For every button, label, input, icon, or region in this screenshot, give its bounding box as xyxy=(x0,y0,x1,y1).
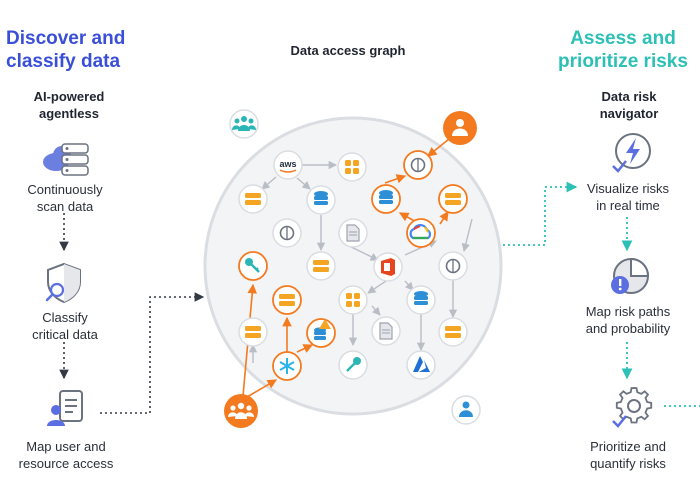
table-node-left[interactable] xyxy=(238,184,268,214)
table-node-right[interactable] xyxy=(438,317,468,347)
graph-background-circle xyxy=(203,116,503,416)
key-icon-bottom xyxy=(346,357,361,372)
brain-icon xyxy=(279,225,295,241)
left-title-line1: Discover and xyxy=(6,28,126,49)
left-step-3-line1: Map user and xyxy=(26,439,106,454)
left-step-3-label: Map user and resource access xyxy=(4,438,128,472)
right-step-3-line2: quantify risks xyxy=(590,456,666,471)
right-subtitle-line1: Data risk xyxy=(601,89,657,104)
table-icon-bottom-left xyxy=(245,326,261,338)
user-document-icon xyxy=(47,390,83,426)
table-icon-center xyxy=(313,260,329,272)
cloud-database-icon xyxy=(43,143,89,176)
table-node-orange-right[interactable] xyxy=(438,184,468,214)
user-icon xyxy=(459,401,473,417)
graph-title: Data access graph xyxy=(290,43,406,58)
shield-search-icon xyxy=(45,262,81,304)
right-step-1-line1: Visualize risks xyxy=(586,181,670,196)
apps-grid-icon-center xyxy=(346,293,360,307)
table-icon-right xyxy=(445,326,461,338)
apps-node-top[interactable] xyxy=(337,152,367,182)
pie-alert-icon xyxy=(611,257,650,294)
right-step-2-line1: Map risk paths xyxy=(585,304,671,319)
office-node[interactable] xyxy=(373,252,403,282)
user-group-icon xyxy=(232,116,256,131)
database-warning-node[interactable] xyxy=(306,318,336,348)
left-to-graph-connector xyxy=(100,292,205,414)
aws-smile-icon xyxy=(279,169,297,173)
left-step-2-line2: critical data xyxy=(32,327,98,342)
user-node-bottom-right[interactable] xyxy=(451,395,481,425)
database-node-center-top[interactable] xyxy=(306,185,336,215)
graph-gray-edges xyxy=(248,160,473,363)
snowflake-node[interactable] xyxy=(272,351,302,381)
right-step-2-line2: and probability xyxy=(585,321,671,336)
table-icon-orange-right xyxy=(445,193,461,205)
left-step-2-line1: Classify xyxy=(42,310,88,325)
aws-node[interactable]: aws xyxy=(273,150,303,180)
user-group-icon-white xyxy=(228,402,254,419)
graph-to-right-connector xyxy=(503,181,578,246)
azure-icon xyxy=(413,356,430,372)
left-step-1-label: Continuously scan data xyxy=(8,181,122,215)
apps-grid-icon xyxy=(345,160,359,174)
table-icon-orange xyxy=(279,294,295,306)
ai-model-node-orange[interactable] xyxy=(403,150,433,180)
table-node-center[interactable] xyxy=(306,251,336,281)
aws-label: aws xyxy=(279,159,296,169)
database-node-right[interactable] xyxy=(406,285,436,315)
left-step-2-label: Classify critical data xyxy=(8,309,122,343)
users-node-top-left[interactable] xyxy=(229,109,259,139)
document-icon xyxy=(346,224,360,242)
right-step-1-line2: in real time xyxy=(596,198,660,213)
user-node-orange[interactable] xyxy=(443,111,477,145)
right-title: Assess and prioritize risks xyxy=(548,27,698,73)
left-subtitle-line2: agentless xyxy=(39,106,99,121)
apps-node-center[interactable] xyxy=(338,285,368,315)
users-node-orange[interactable] xyxy=(224,394,258,428)
left-step-1-line1: Continuously xyxy=(27,182,103,197)
key-icon xyxy=(245,258,260,273)
database-icon xyxy=(314,191,328,205)
table-node-orange[interactable] xyxy=(272,285,302,315)
lightning-circle-icon xyxy=(612,133,651,173)
brain-icon-orange xyxy=(410,157,426,173)
document-node-bottom[interactable] xyxy=(371,316,401,346)
right-subtitle-line2: navigator xyxy=(599,106,659,121)
key-node-left[interactable] xyxy=(238,251,268,281)
key-node-bottom[interactable] xyxy=(338,350,368,380)
right-step-1-label: Visualize risks in real time xyxy=(572,180,684,214)
database-icon-right xyxy=(414,291,428,305)
left-title: Discover and classify data xyxy=(6,27,166,73)
ai-model-node-right[interactable] xyxy=(438,251,468,281)
table-node-bottom-left[interactable] xyxy=(238,317,268,347)
ai-model-node-left[interactable] xyxy=(272,218,302,248)
snowflake-icon xyxy=(279,358,295,374)
database-warning-icon xyxy=(314,319,331,340)
document-node-top[interactable] xyxy=(338,218,368,248)
table-icon xyxy=(245,193,261,205)
right-step-3-line1: Prioritize and xyxy=(590,439,666,454)
database-icon-orange xyxy=(379,190,393,204)
google-cloud-icon xyxy=(409,223,432,240)
user-icon-white xyxy=(452,119,468,136)
document-icon-bottom xyxy=(379,322,393,340)
right-title-line2: prioritize risks xyxy=(558,51,688,72)
brain-icon-right xyxy=(445,258,461,274)
database-node-orange[interactable] xyxy=(371,184,401,214)
graph-orange-edges xyxy=(242,138,450,398)
left-title-line2: classify data xyxy=(6,51,121,72)
right-title-line1: Assess and xyxy=(570,28,676,49)
gear-check-icon xyxy=(612,387,653,428)
right-step-2-label: Map risk paths and probability xyxy=(566,303,690,337)
google-cloud-node[interactable] xyxy=(406,218,436,248)
right-subtitle: Data risk navigator xyxy=(574,88,684,122)
left-step-1-line2: scan data xyxy=(36,199,94,214)
azure-node[interactable] xyxy=(406,350,436,380)
left-subtitle: AI-powered agentless xyxy=(14,88,124,122)
right-step-3-label: Prioritize and quantify risks xyxy=(570,438,686,472)
left-step-3-line2: resource access xyxy=(18,456,114,471)
left-subtitle-line1: AI-powered xyxy=(33,89,105,104)
